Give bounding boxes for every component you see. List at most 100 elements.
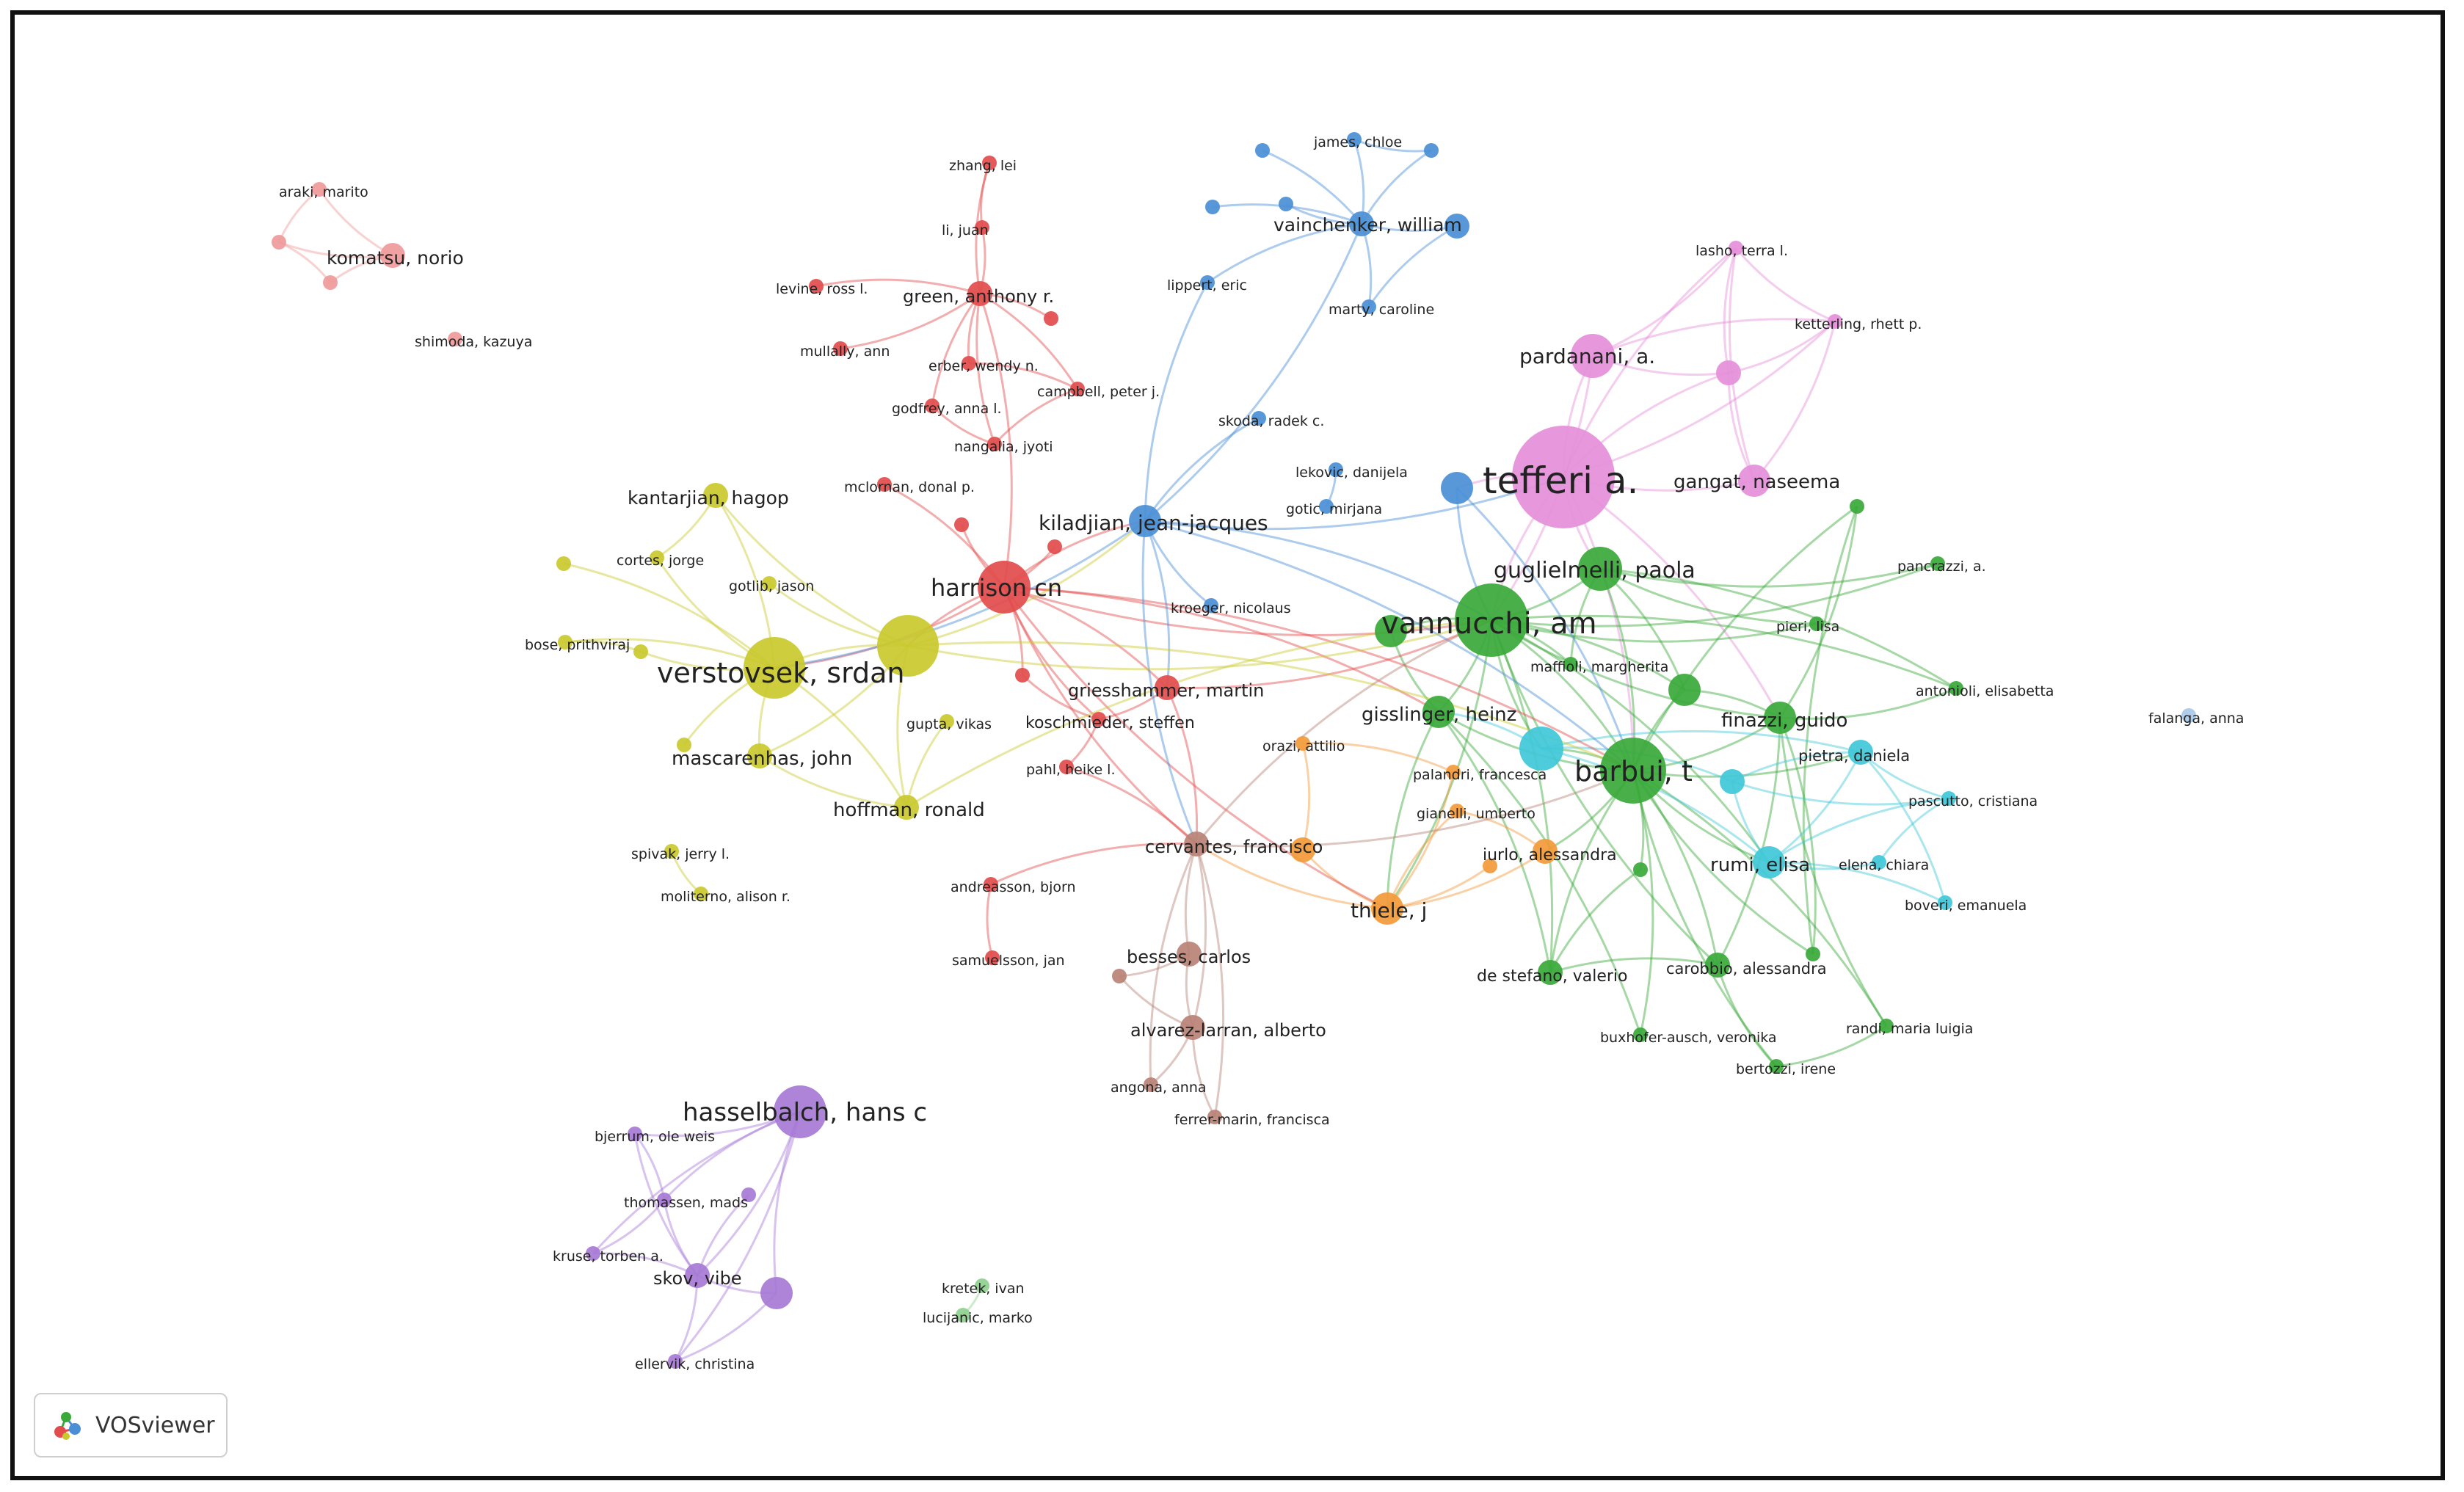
vosviewer-badge[interactable]: VOSviewer [34,1393,228,1458]
node-gangat[interactable] [1738,465,1770,497]
node-blue-anon2[interactable] [1255,143,1270,158]
node-gotlib[interactable] [762,576,777,591]
node-pascutto[interactable] [1941,791,1956,806]
node-blue-anon3[interactable] [1424,143,1439,158]
node-bose[interactable] [558,635,573,649]
node-lippert[interactable] [1200,275,1215,290]
node-kroeger[interactable] [1204,598,1218,613]
node-li-juan[interactable] [975,220,989,235]
node-thiele[interactable] [1371,892,1403,925]
node-rumi[interactable] [1753,846,1785,878]
node-hoffman[interactable] [894,795,919,820]
node-kiladjian[interactable] [1129,505,1161,537]
node-salmon-anon1[interactable] [272,235,286,250]
node-elena[interactable] [1872,855,1886,870]
node-red-anon3[interactable] [1047,539,1062,554]
node-pancrazzi[interactable] [1930,556,1945,571]
node-finazzi[interactable] [1764,702,1796,734]
node-randi[interactable] [1879,1019,1894,1033]
node-red-anon4[interactable] [1015,668,1030,683]
node-green-anon5[interactable] [1633,862,1648,877]
node-samuelsson[interactable] [985,950,1000,965]
node-erber[interactable] [962,356,976,371]
node-yellow-anon2[interactable] [556,556,571,571]
node-pardanani[interactable] [1571,334,1615,378]
node-gisslinger[interactable] [1422,696,1455,728]
node-green-anon3[interactable] [1850,499,1864,514]
node-purple-anon2[interactable] [741,1187,756,1202]
node-brown-anon1[interactable] [1112,969,1127,983]
node-james[interactable] [1347,132,1362,147]
node-lasho[interactable] [1729,241,1743,255]
node-skov[interactable] [685,1263,710,1288]
node-alvarez[interactable] [1180,1015,1205,1040]
node-purple-anon1[interactable] [760,1277,793,1309]
node-orange-anon2[interactable] [1483,859,1497,873]
node-guglielmelli[interactable] [1578,547,1622,591]
node-yellow-anon3[interactable] [633,644,648,659]
node-green-anon2[interactable] [1668,674,1701,706]
node-kantarjian[interactable] [703,483,728,508]
node-hasselbalch[interactable] [774,1085,826,1138]
node-carobbio[interactable] [1705,953,1730,978]
node-mascarenhas[interactable] [747,743,772,768]
node-koschmieder[interactable] [1091,712,1106,727]
node-levine[interactable] [809,279,824,294]
node-lucijanic[interactable] [956,1308,970,1322]
node-ferrer[interactable] [1207,1110,1222,1124]
node-orange-anon1[interactable] [1290,837,1315,862]
node-verstovsek[interactable] [744,637,805,699]
node-araki[interactable] [312,182,327,197]
network-nodes[interactable] [272,132,2196,1369]
node-marty[interactable] [1362,299,1376,314]
node-blue-anon1[interactable] [1441,472,1473,504]
node-gupta[interactable] [940,714,954,729]
node-vainchenker[interactable] [1349,211,1374,236]
node-lekovic[interactable] [1329,462,1343,477]
node-pieri[interactable] [1809,616,1824,631]
node-godfrey[interactable] [925,399,940,413]
node-nangalia[interactable] [987,437,1002,451]
node-green-ar[interactable] [967,281,992,306]
node-kretek[interactable] [975,1278,989,1293]
node-pahl[interactable] [1059,760,1074,774]
node-moliterno[interactable] [694,887,708,901]
node-yellow-anon1[interactable] [877,615,939,677]
node-red-anon2[interactable] [954,517,969,532]
node-cortes[interactable] [650,550,664,565]
node-green-anon4[interactable] [1806,947,1820,961]
node-andreasson[interactable] [984,877,998,892]
node-cyan-anon2[interactable] [1720,769,1745,794]
node-red-anon1[interactable] [1044,311,1058,326]
node-bertozzi[interactable] [1769,1059,1784,1074]
node-cyan-anon1[interactable] [1519,727,1563,771]
node-skoda[interactable] [1251,411,1266,426]
node-gotic[interactable] [1319,499,1334,514]
node-salmon-anon2[interactable] [323,275,338,290]
node-cervantes[interactable] [1184,831,1209,856]
node-palandri[interactable] [1446,765,1461,779]
node-antonioli[interactable] [1949,681,1963,696]
node-harrison[interactable] [978,561,1031,614]
node-ketterling[interactable] [1828,314,1842,329]
node-mullally[interactable] [833,341,848,356]
node-kruse[interactable] [586,1246,600,1261]
node-blue-anon4[interactable] [1205,200,1220,214]
node-gianelli[interactable] [1450,804,1464,818]
node-thomassen[interactable] [657,1193,672,1207]
node-zhang[interactable] [982,156,997,170]
node-de-stefano[interactable] [1538,960,1563,985]
node-shimoda[interactable] [448,332,462,346]
node-besses[interactable] [1177,942,1202,967]
node-pietra[interactable] [1848,740,1873,765]
node-griesshammer[interactable] [1155,675,1180,700]
node-iurlo[interactable] [1533,839,1558,864]
node-komatsu[interactable] [380,243,405,268]
node-tefferi[interactable] [1512,426,1615,528]
node-campbell[interactable] [1070,382,1085,396]
node-green-anon1[interactable] [1375,615,1407,647]
node-boveri[interactable] [1938,895,1952,910]
node-falanga[interactable] [2181,708,2196,723]
node-ellervik[interactable] [668,1354,683,1369]
